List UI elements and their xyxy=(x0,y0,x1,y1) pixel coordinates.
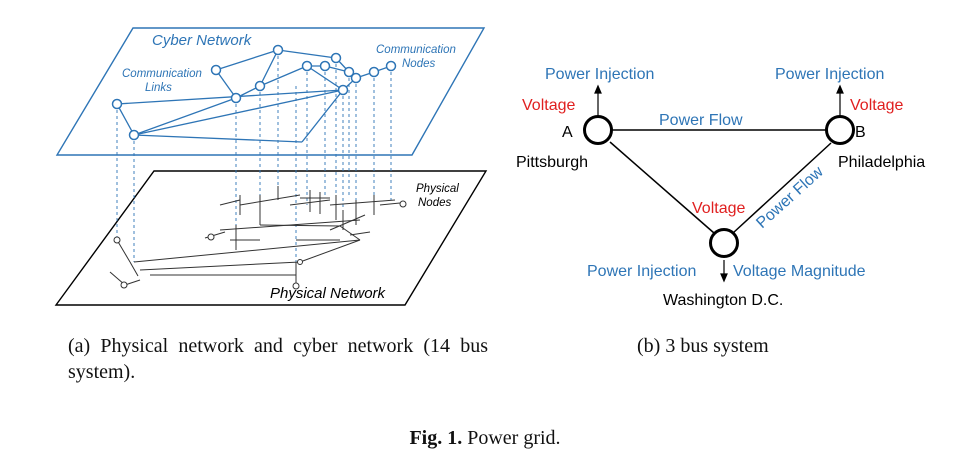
node-a-label: A xyxy=(562,124,573,141)
cyber-plane xyxy=(55,27,486,156)
figure-graphics: Cyber Network Communication Links Commun… xyxy=(54,27,925,309)
figure-caption: Fig. 1. Power grid. xyxy=(0,427,970,450)
cyber-network-title: Cyber Network xyxy=(152,32,253,49)
figure-label: Fig. 1. xyxy=(409,427,463,449)
cyber-node xyxy=(319,60,331,72)
cyber-node xyxy=(230,92,242,104)
power-injection-label-b: Power Injection xyxy=(775,66,884,83)
bus-node-a xyxy=(583,115,613,145)
cyber-node xyxy=(272,44,284,56)
caption-a: (a) Physical network and cyber network (… xyxy=(68,333,488,385)
cyber-nodes xyxy=(111,44,397,141)
power-flow-diagonal-label: Power Flow xyxy=(753,163,827,232)
cyber-node xyxy=(330,52,342,64)
physical-nodes-label-line1: Physical xyxy=(416,183,459,195)
node-b-label: B xyxy=(855,124,866,141)
cyber-node xyxy=(350,72,362,84)
communication-links-label-line2: Links xyxy=(145,82,172,94)
caption-b: (b) 3 bus system xyxy=(637,333,769,359)
cyber-node xyxy=(128,129,140,141)
physical-nodes-label-line2: Nodes xyxy=(418,197,451,209)
cyber-node xyxy=(368,66,380,78)
projection-lines xyxy=(116,50,392,275)
caption-b-text: 3 bus system xyxy=(665,335,769,357)
physical-network-title: Physical Network xyxy=(270,285,387,302)
bus-node-b xyxy=(825,115,855,145)
cyber-node xyxy=(111,98,123,110)
communication-links-label-line1: Communication xyxy=(122,68,202,80)
communication-nodes-label-line2: Nodes xyxy=(402,58,435,70)
voltage-label-a: Voltage xyxy=(522,97,575,114)
communication-nodes-label-line1: Communication xyxy=(376,44,456,56)
bus-node-washington xyxy=(709,228,739,258)
power-injection-label-a: Power Injection xyxy=(545,66,654,83)
panel-b-graphic: Power Injection Voltage A Pittsburgh Pow… xyxy=(516,66,925,309)
cyber-node xyxy=(254,80,266,92)
injection-arrows xyxy=(594,84,844,283)
cyber-node xyxy=(301,60,313,72)
bus-edges xyxy=(609,129,832,234)
cyber-node xyxy=(337,84,349,96)
voltage-label-b: Voltage xyxy=(850,97,903,114)
caption-b-label: (b) xyxy=(637,335,661,357)
caption-a-label: (a) xyxy=(68,335,91,357)
voltage-magnitude-label: Voltage Magnitude xyxy=(733,263,866,280)
washington-label: Washington D.C. xyxy=(663,292,783,309)
physical-node-markers xyxy=(113,200,407,290)
power-flow-top-label: Power Flow xyxy=(659,112,743,129)
figure-caption-text: Power grid. xyxy=(467,427,561,449)
philadelphia-label: Philadelphia xyxy=(838,154,925,171)
panel-a-graphic: Cyber Network Communication Links Commun… xyxy=(54,27,488,306)
voltage-label-washington: Voltage xyxy=(692,200,745,217)
physical-network-sketch xyxy=(109,186,401,286)
physical-plane xyxy=(54,170,488,306)
power-injection-label-washington: Power Injection xyxy=(587,263,696,280)
cyber-node xyxy=(210,64,222,76)
cyber-node xyxy=(385,60,397,72)
cyber-node xyxy=(343,66,355,78)
pittsburgh-label: Pittsburgh xyxy=(516,154,588,171)
caption-a-text: Physical network and cyber network (14 b… xyxy=(68,335,488,383)
